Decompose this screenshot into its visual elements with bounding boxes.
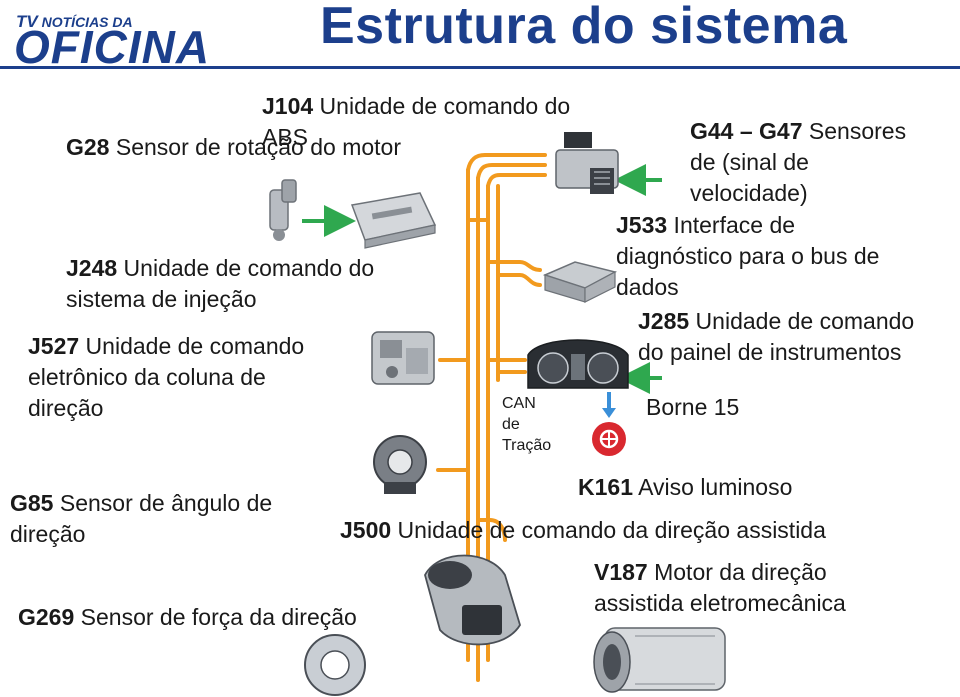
text-k161: Aviso luminoso [632, 474, 793, 500]
text-j533-line3: dados [616, 274, 679, 300]
text-j533: Interface de [667, 212, 796, 238]
code-j248: J248 [66, 255, 118, 281]
text-g85-line2: direção [10, 521, 86, 547]
label-g28: G28 Sensor de rotação do motor [66, 132, 401, 163]
text-j533-line2: diagnóstico para o bus de [616, 243, 880, 269]
logo-oficina: OFICINA [14, 21, 211, 73]
code-g44-g47: G44 – G47 [690, 118, 803, 144]
g269-torque-sensor-image [304, 634, 366, 696]
logo-small-text: NOTÍCIAS DA [41, 14, 133, 30]
text-j527: Unidade de comando [79, 333, 305, 359]
text-g85: Sensor de ângulo de [53, 490, 273, 516]
text-j248: Unidade de comando do [117, 255, 375, 281]
can-label-line1: CAN [502, 395, 536, 412]
code-j500: J500 [340, 517, 392, 543]
text-j527-line2: eletrônico da coluna de [28, 364, 266, 390]
label-j248: J248 Unidade de comando do sistema de in… [66, 253, 374, 315]
page-title: Estrutura do sistema [320, 0, 848, 55]
j285-instrument-cluster-image [527, 339, 629, 389]
can-label-line3: Tração [502, 437, 552, 454]
label-borne-15: Borne 15 [646, 392, 739, 423]
can-bus-label: CAN de Tração [502, 393, 551, 456]
j527-module-image [371, 331, 435, 385]
code-j104: J104 [262, 93, 314, 119]
label-g269: G269 Sensor de força da direção [18, 602, 357, 633]
label-k161: K161 Aviso luminoso [578, 472, 792, 503]
logo-subtitle: TV NOTÍCIAS DA [16, 12, 133, 32]
text-g28: Sensor de rotação do motor [109, 134, 401, 160]
text-j104-line2: ABS [262, 124, 309, 150]
text-j285: Unidade de comando [689, 308, 915, 334]
text-j285-line2: do painel de instrumentos [638, 339, 902, 365]
label-j527: J527 Unidade de comando eletrônico da co… [28, 331, 304, 424]
text-g269: Sensor de força da direção [74, 604, 357, 630]
text-j500: Unidade de comando da direção assistida [391, 517, 826, 543]
text-j104: Unidade de comando do [313, 93, 571, 119]
label-j104: J104 Unidade de comando do ABS [262, 91, 570, 153]
label-j285: J285 Unidade de comando do painel de ins… [638, 306, 914, 368]
borne-arrow [602, 392, 616, 418]
label-j533: J533 Interface de diagnóstico para o bus… [616, 210, 879, 303]
code-j527: J527 [28, 333, 80, 359]
j248-ecu-image [350, 192, 437, 249]
code-j533: J533 [616, 212, 668, 238]
g85-angle-sensor-image [373, 435, 427, 494]
j533-gateway-image [542, 261, 618, 303]
text-g44-line3: velocidade) [690, 180, 808, 206]
code-g28: G28 [66, 134, 110, 160]
text-j248-line2: sistema de injeção [66, 286, 257, 312]
label-g85: G85 Sensor de ângulo de direção [10, 488, 272, 550]
text-v187-line2: assistida eletromecânica [594, 590, 846, 616]
can-label-line2: de [502, 416, 520, 433]
title-divider [0, 66, 960, 69]
j104-abs-image [555, 132, 619, 194]
text-g44-line2: de (sinal de [690, 149, 809, 175]
label-j500: J500 Unidade de comando da direção assis… [340, 515, 826, 546]
code-k161: K161 [578, 474, 633, 500]
code-g85: G85 [10, 490, 54, 516]
k161-warning-light-icon [592, 422, 626, 456]
text-borne-15: Borne 15 [646, 394, 740, 420]
code-g269: G269 [18, 604, 75, 630]
v187-motor-image [593, 627, 726, 693]
label-v187: V187 Motor da direção assistida eletrome… [594, 557, 846, 619]
text-v187: Motor da direção [647, 559, 827, 585]
label-g44-g47: G44 – G47 Sensores de (sinal de velocida… [690, 116, 906, 209]
logo-tv: TV [16, 12, 38, 31]
code-v187: V187 [594, 559, 648, 585]
text-j527-line3: direção [28, 395, 104, 421]
code-j285: J285 [638, 308, 690, 334]
j500-unit-image [424, 554, 521, 646]
signal-arrows [302, 164, 662, 394]
g28-sensor-image [269, 179, 297, 241]
text-g44: Sensores [802, 118, 907, 144]
